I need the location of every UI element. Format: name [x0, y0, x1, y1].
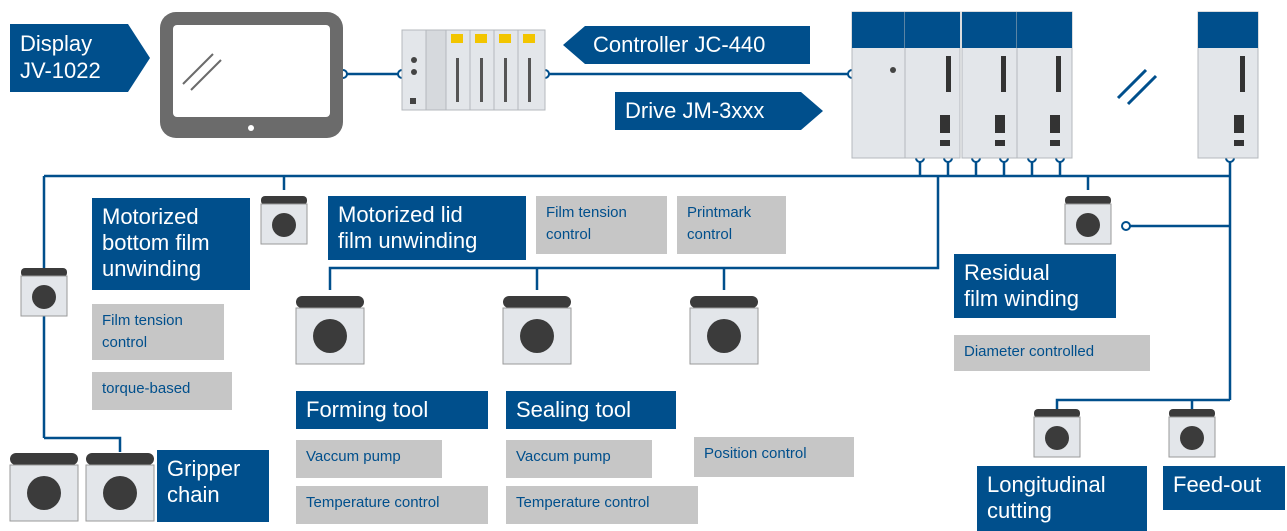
motor-icon	[20, 268, 68, 317]
bottom-tension-label: Film tension control	[92, 304, 224, 360]
motor-icon	[1033, 409, 1081, 458]
motor-icon	[85, 453, 155, 522]
sealing-pump-label: Vaccum pump	[506, 440, 652, 478]
drive-label: Drive JM-3xxx	[615, 92, 823, 130]
residual-label: Residual film winding	[954, 254, 1116, 318]
forming-label: Forming tool	[296, 391, 488, 429]
diameter-label: Diameter controlled	[954, 335, 1150, 371]
controller-label: Controller JC-440	[563, 26, 810, 64]
display-device	[160, 12, 343, 138]
longitudinal-label: Longitudinal cutting	[977, 466, 1147, 531]
motor-icon	[9, 453, 79, 522]
motor-icon	[1168, 409, 1216, 458]
forming-temp-label: Temperature control	[296, 486, 488, 524]
bottom-film-label: Motorized bottom film unwinding	[92, 198, 250, 290]
gripper-label: Gripper chain	[157, 450, 269, 522]
display-label: Display JV-1022	[10, 24, 150, 92]
motor-icon	[260, 196, 308, 245]
lid-tension-label: Film tension control	[536, 196, 667, 254]
motor-icon	[689, 296, 759, 365]
lid-film-label: Motorized lid film unwinding	[328, 196, 526, 260]
motor-icon	[295, 296, 365, 365]
motor-icon	[502, 296, 572, 365]
bottom-torque-label: torque-based	[92, 372, 232, 410]
motors	[9, 196, 1216, 522]
motor-icon	[1064, 196, 1112, 245]
feedout-label: Feed-out	[1163, 466, 1285, 510]
position-label: Position control	[694, 437, 854, 477]
sealing-label: Sealing tool	[506, 391, 676, 429]
sealing-temp-label: Temperature control	[506, 486, 698, 524]
printmark-label: Printmark control	[677, 196, 786, 254]
forming-pump-label: Vaccum pump	[296, 440, 442, 478]
controller-device	[401, 29, 546, 111]
drive-device	[851, 11, 1259, 159]
